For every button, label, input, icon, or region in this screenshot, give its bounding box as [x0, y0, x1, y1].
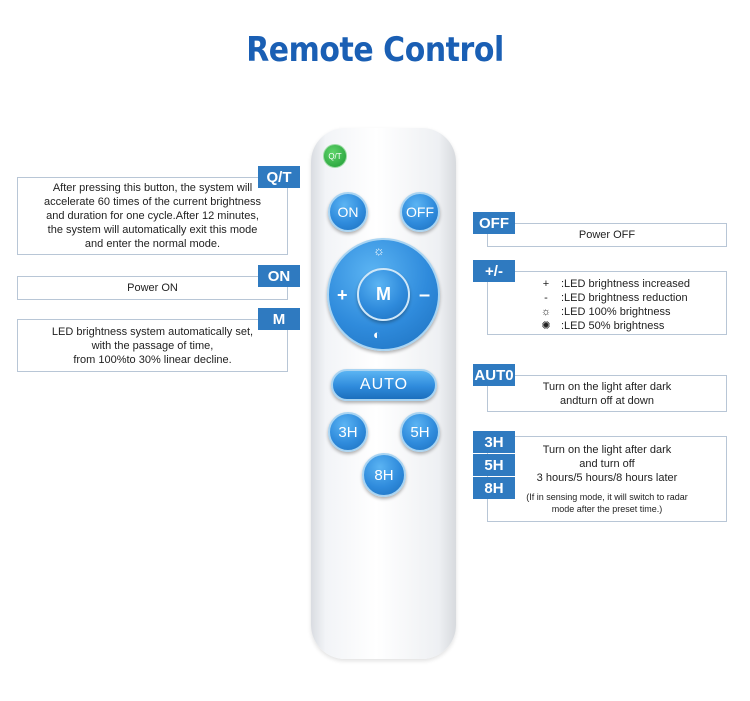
auto-desc-line: andturn off at down [560, 394, 654, 407]
sun-half-icon: ◐ [373, 327, 381, 342]
qt-description-box: After pressing this button, the system w… [17, 177, 288, 255]
qt-desc-line: and enter the normal mode. [84, 238, 221, 250]
brightness-legend-row: + :LED brightness increased [531, 277, 690, 291]
qt-desc-line: After pressing this button, the system w… [52, 182, 253, 194]
sun-half-legend-icon: ✺ [541, 320, 551, 332]
auto-button[interactable]: AUTO [331, 369, 437, 401]
m-label: M [258, 308, 300, 330]
legend-symbol: - [544, 292, 548, 304]
plus-button[interactable]: + [337, 285, 348, 305]
timer-note-line: mode after the preset time.) [551, 504, 663, 514]
sun-full-legend-icon: ☼ [540, 306, 552, 318]
timer-desc-line: Turn on the light after dark [542, 444, 672, 456]
minus-button[interactable]: – [419, 284, 431, 306]
5h-label: 5H [473, 454, 515, 476]
3h-label: 3H [473, 431, 515, 453]
on-label: ON [258, 265, 300, 287]
m-desc-line: LED brightness system automatically set, [51, 325, 254, 338]
brightness-legend: + :LED brightness increased - :LED brightn… [531, 277, 690, 333]
brightness-description-box [487, 271, 727, 335]
auto-label: AUT0 [473, 364, 515, 386]
m-desc-line: from 100%to 30% linear decline. [73, 353, 232, 366]
brightness-legend-row: ✺ :LED 50% brightness [531, 319, 690, 333]
8h-label: 8H [473, 477, 515, 499]
auto-desc-line: Turn on the light after dark [542, 380, 672, 393]
8h-button[interactable]: 8H [362, 453, 406, 497]
legend-text: :LED 50% brightness [561, 320, 665, 332]
qt-desc-line: accelerate 60 times of the current brigh… [43, 196, 262, 208]
off-label: OFF [473, 212, 515, 234]
timer-description-box: Turn on the light after dark and turn of… [487, 436, 727, 522]
page-title: Remote Control [246, 30, 504, 70]
legend-symbol: + [542, 278, 550, 290]
timer-desc-line: 3 hours/5 hours/8 hours later [536, 472, 678, 484]
off-desc-line: Power OFF [578, 229, 636, 241]
qt-desc-line: the system will automatically exit this … [47, 224, 258, 236]
brightness-legend-row: ☼ :LED 100% brightness [531, 305, 690, 319]
qt-desc-line: and duration for one cycle.After 12 minu… [46, 210, 259, 222]
3h-button[interactable]: 3H [328, 412, 368, 452]
legend-text: :LED brightness increased [561, 278, 691, 290]
brightness-legend-row: - :LED brightness reduction [531, 291, 690, 305]
on-description-box: Power ON [17, 276, 288, 300]
off-button[interactable]: OFF [400, 192, 440, 232]
m-description-box: LED brightness system automatically set,… [17, 319, 288, 372]
off-description-box: Power OFF [487, 223, 727, 247]
auto-description-box: Turn on the light after dark andturn off… [487, 375, 727, 412]
timer-note-line: (If in sensing mode, it will switch to r… [526, 492, 688, 502]
qt-label: Q/T [258, 166, 300, 188]
legend-text: :LED 100% brightness [561, 306, 671, 318]
5h-button[interactable]: 5H [400, 412, 440, 452]
timer-desc-line: and turn off [579, 458, 635, 470]
legend-text: :LED brightness reduction [561, 292, 688, 304]
qt-button[interactable]: Q/T [323, 144, 347, 168]
on-desc-line: Power ON [127, 282, 178, 294]
sun-full-icon: ☼ [373, 243, 385, 258]
plus-minus-label: +/- [473, 260, 515, 282]
m-button[interactable]: M [357, 268, 410, 321]
m-desc-line: with the passage of time, [91, 339, 214, 352]
on-button[interactable]: ON [328, 192, 368, 232]
